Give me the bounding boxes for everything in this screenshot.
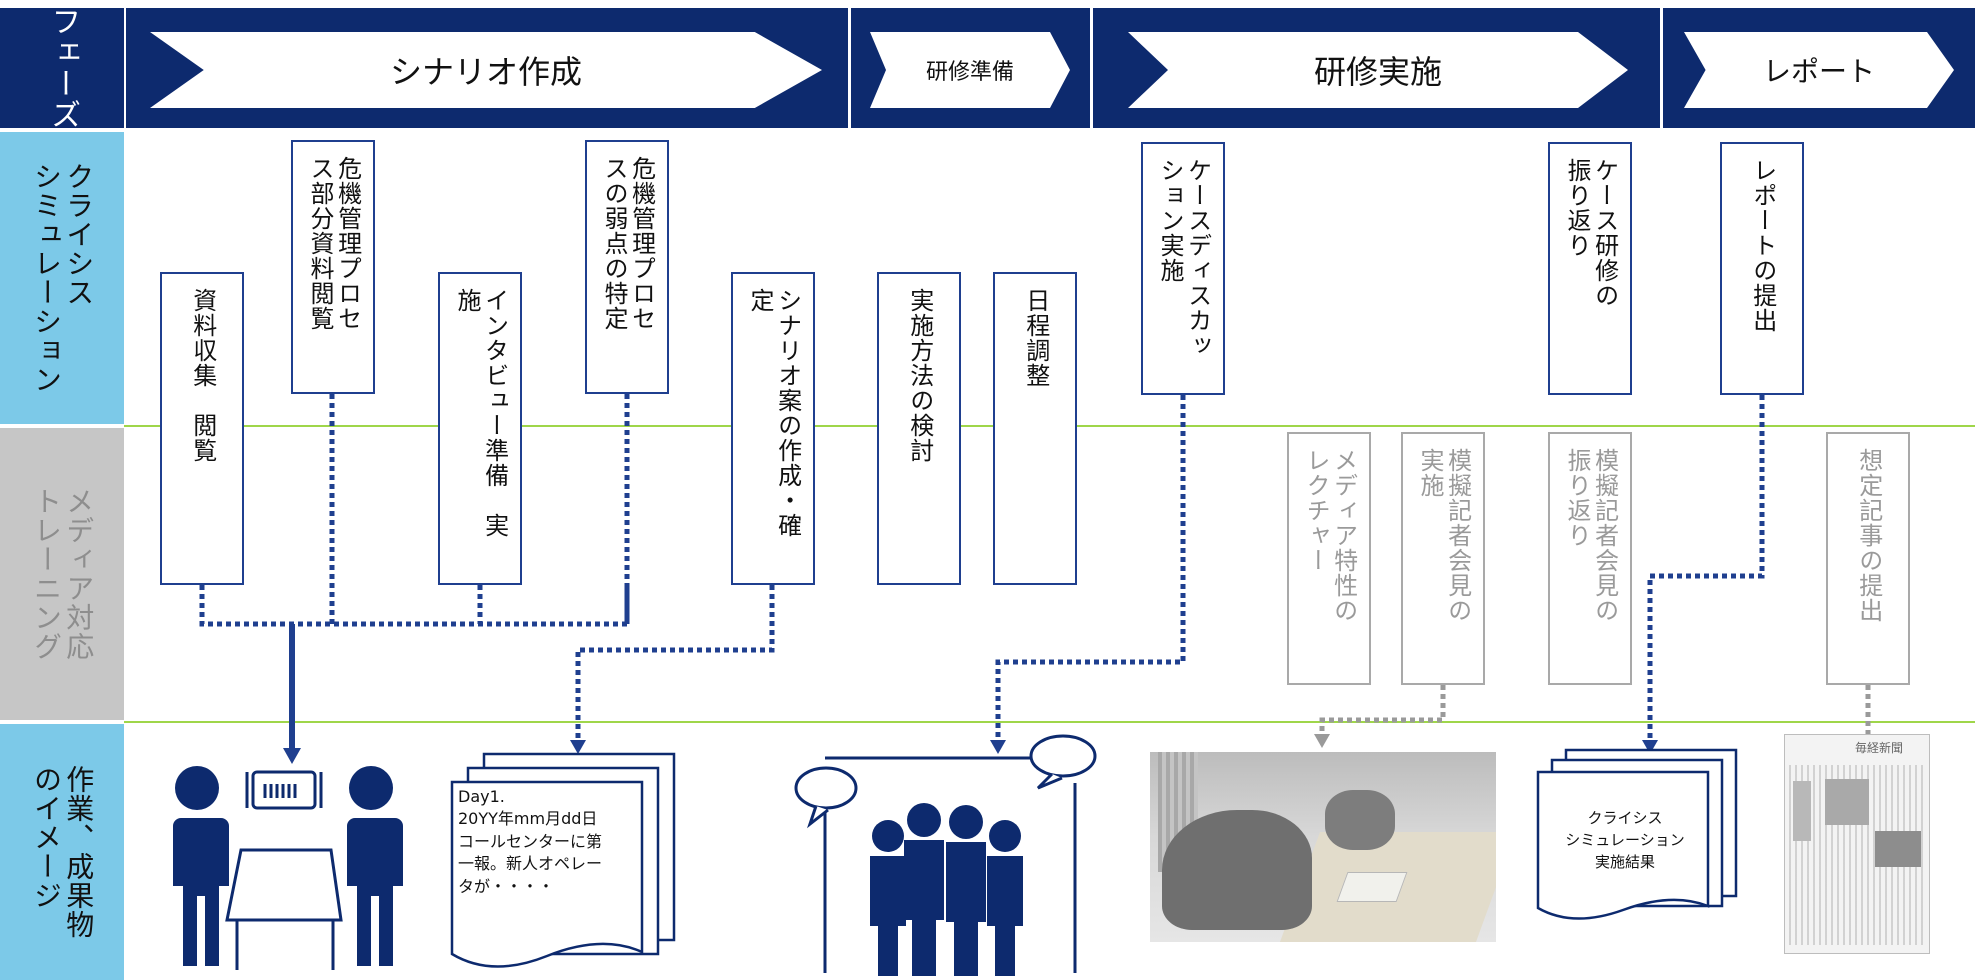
task-interview: インタビュー準備 実 施: [438, 272, 522, 585]
task-label: ケースディスカッ ション実施: [1156, 158, 1212, 358]
row-header-media-label: メディア対応 トレーニング: [30, 487, 96, 661]
report-document-text: クライシス シミュレーション 実施結果: [1565, 809, 1685, 871]
row-header-phase: フェーズ: [0, 6, 124, 130]
task-label: シナリオ案の作成・確 定: [746, 288, 802, 538]
row-header-phase-label: フェーズ: [45, 6, 81, 130]
media-task-label: メディア特性の レクチャー: [1302, 448, 1358, 623]
phase-arrow-implementation: 研修実施: [1128, 32, 1628, 108]
task-label: 危機管理プロセ スの弱点の特定: [600, 156, 656, 331]
row-divider-line: [124, 721, 1975, 723]
newspaper-thumbnail: 毎経新聞: [1784, 734, 1930, 954]
task-label: ケース研修の 振り返り: [1563, 158, 1619, 308]
task-scenario-drafting: シナリオ案の作成・確 定: [731, 272, 815, 585]
task-schedule-adjustment: 日程調整: [993, 272, 1077, 585]
phase-arrow-report: レポート: [1684, 32, 1954, 108]
media-task-label: 模擬記者会見の 振り返り: [1563, 448, 1619, 623]
task-weakness-identification: 危機管理プロセ スの弱点の特定: [585, 140, 669, 394]
scenario-document-stack-icon: [450, 752, 676, 968]
phase-arrow-preparation: 研修準備: [870, 32, 1070, 108]
media-task-label: 想定記事の提出: [1854, 448, 1883, 623]
phase-arrow-scenario: シナリオ作成: [150, 32, 822, 108]
meeting-illustration-icon: [173, 766, 403, 970]
phase-label-report: レポート: [1762, 55, 1875, 88]
media-task-mock-review: 模擬記者会見の 振り返り: [1548, 432, 1632, 685]
task-case-discussion: ケースディスカッ ション実施: [1141, 142, 1225, 395]
task-label: 危機管理プロセ ス部分資料閲覧: [306, 156, 362, 331]
task-material-collection: 資料収集 閲覧: [160, 272, 244, 585]
media-task-lecture: メディア特性の レクチャー: [1287, 432, 1371, 685]
row-header-media-training: メディア対応 トレーニング: [0, 428, 124, 720]
press-conference-photo: [1150, 752, 1496, 942]
row-header-crisis-label: クライシス シミュレーション: [30, 162, 96, 394]
task-case-review: ケース研修の 振り返り: [1548, 142, 1632, 395]
task-label: 日程調整: [1021, 288, 1050, 388]
photo-person-bowing: [1162, 810, 1312, 930]
report-document-stack-icon: [1536, 748, 1738, 920]
row-header-crisis-simulation: クライシス シミュレーション: [0, 132, 124, 424]
media-task-label: 模擬記者会見の 実施: [1416, 448, 1472, 623]
media-task-article: 想定記事の提出: [1826, 432, 1910, 685]
task-report-submission: レポートの提出: [1720, 142, 1804, 395]
row-header-work-image: 作業、成果物 のイメージ: [0, 724, 124, 980]
phase-divider: [848, 8, 851, 128]
phase-label-scenario: シナリオ作成: [389, 53, 582, 91]
media-task-mock-press: 模擬記者会見の 実施: [1401, 432, 1485, 685]
photo-paper: [1336, 872, 1408, 902]
scenario-document-text: Day1. 20YY年mm月dd日 コールセンターに第 一報。新人オペレー タが…: [458, 787, 603, 896]
newspaper-headline-block: [1793, 781, 1811, 841]
phase-divider: [1090, 8, 1093, 128]
phase-label-implementation: 研修実施: [1313, 53, 1442, 91]
row-header-image-label: 作業、成果物 のイメージ: [30, 765, 96, 939]
group-discussion-illustration-icon: [794, 734, 1097, 976]
task-label: インタビュー準備 実 施: [453, 288, 509, 538]
newspaper-masthead: 毎経新聞: [1855, 741, 1904, 755]
newspaper-photo: [1825, 779, 1869, 825]
task-label: レポートの提出: [1748, 158, 1777, 333]
task-method-review: 実施方法の検討: [877, 272, 961, 585]
photo-person-bowing: [1325, 790, 1395, 850]
task-label: 資料収集 閲覧: [188, 288, 217, 463]
phase-divider: [1660, 8, 1663, 128]
task-crisis-process-review: 危機管理プロセ ス部分資料閲覧: [291, 140, 375, 394]
phase-label-preparation: 研修準備: [925, 60, 1014, 85]
newspaper-photo: [1875, 831, 1921, 867]
task-label: 実施方法の検討: [905, 288, 934, 463]
